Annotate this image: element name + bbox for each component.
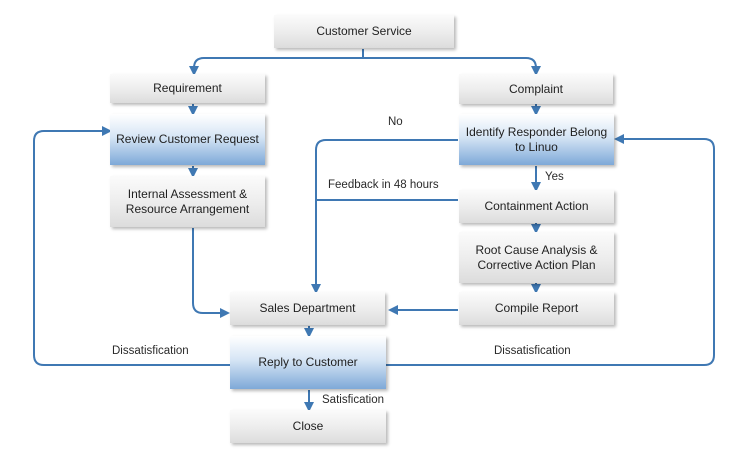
edge-identify-no <box>311 139 458 294</box>
edge-dissatisfaction-right <box>386 134 715 366</box>
edge-dissatisfaction-left <box>33 126 230 366</box>
edge-to-complaint <box>363 57 541 76</box>
node-internal-assessment: Internal Assessment & Resource Arrangeme… <box>110 176 265 227</box>
node-compile-report: Compile Report <box>459 292 614 325</box>
node-root-cause-analysis: Root Cause Analysis & Corrective Action … <box>459 232 614 283</box>
node-review-customer-request: Review Customer Request <box>110 114 265 165</box>
node-customer-service: Customer Service <box>274 15 454 48</box>
node-identify-responder: Identify Responder Belong to Linuo <box>459 114 614 165</box>
label-yes: Yes <box>545 171 564 183</box>
label-satisfaction: Satisfication <box>322 394 385 406</box>
node-reply-to-customer: Reply to Customer <box>230 336 386 389</box>
node-containment-action: Containment Action <box>459 190 614 223</box>
label-dissatisfaction-left: Dissatisfication <box>112 345 189 357</box>
label-dissatisfaction-right: Dissatisfication <box>494 345 571 357</box>
node-complaint: Complaint <box>459 74 613 104</box>
label-feedback-48-hours: Feedback in 48 hours <box>328 179 439 191</box>
label-no: No <box>388 116 403 128</box>
edge-to-requirement <box>189 57 363 76</box>
node-close: Close <box>230 410 386 443</box>
node-requirement: Requirement <box>110 74 265 103</box>
node-sales-department: Sales Department <box>230 292 385 325</box>
edge-assessment-sales <box>192 228 230 318</box>
